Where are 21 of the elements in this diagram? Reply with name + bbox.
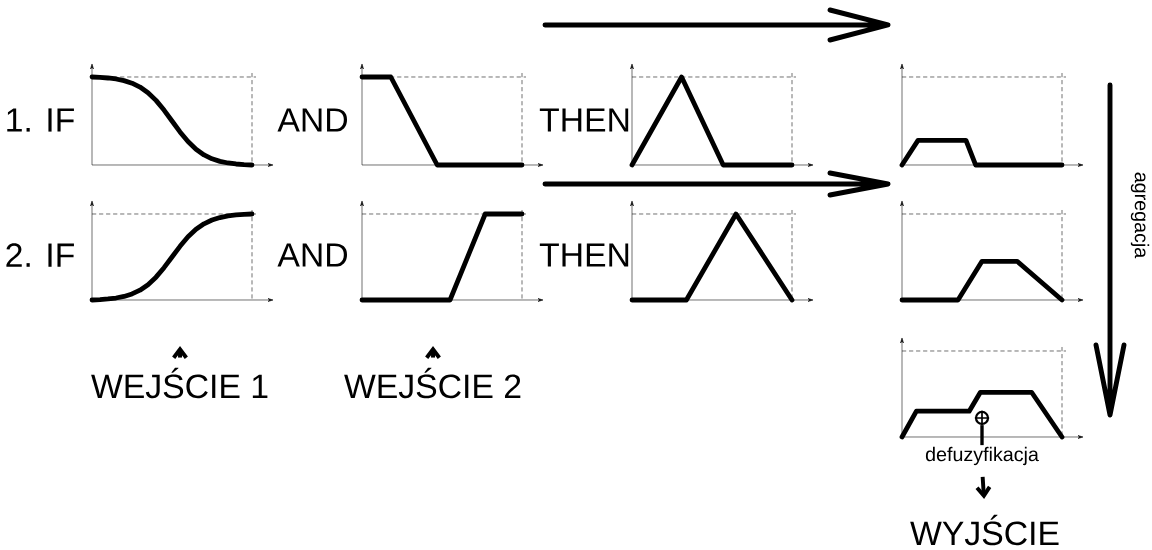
membership-graph bbox=[899, 63, 1084, 168]
rule-label: AND bbox=[277, 108, 347, 132]
membership-graph bbox=[899, 337, 1084, 440]
output-label: WYJŚCIE bbox=[910, 514, 1059, 546]
arrow bbox=[975, 476, 992, 500]
rule-label: AND bbox=[277, 243, 347, 267]
input-label: WEJŚCIE 2 bbox=[344, 367, 521, 399]
membership-graph bbox=[89, 200, 274, 303]
centroid-marker bbox=[974, 410, 990, 426]
leader-line bbox=[980, 425, 984, 446]
rule-label: 1. IF bbox=[7, 108, 74, 132]
membership-graph bbox=[629, 200, 814, 303]
membership-graph bbox=[899, 200, 1084, 303]
rule-label: THEN bbox=[539, 108, 629, 132]
rule-label: THEN bbox=[539, 243, 629, 267]
input-label: WEJŚCIE 1 bbox=[91, 367, 268, 399]
rule-label: agregacja bbox=[1130, 172, 1150, 259]
membership-graph bbox=[89, 63, 274, 168]
membership-graph bbox=[629, 63, 814, 168]
process-label: defuzyfikacja bbox=[925, 446, 1039, 466]
rule-label: 2. IF bbox=[6, 243, 74, 267]
